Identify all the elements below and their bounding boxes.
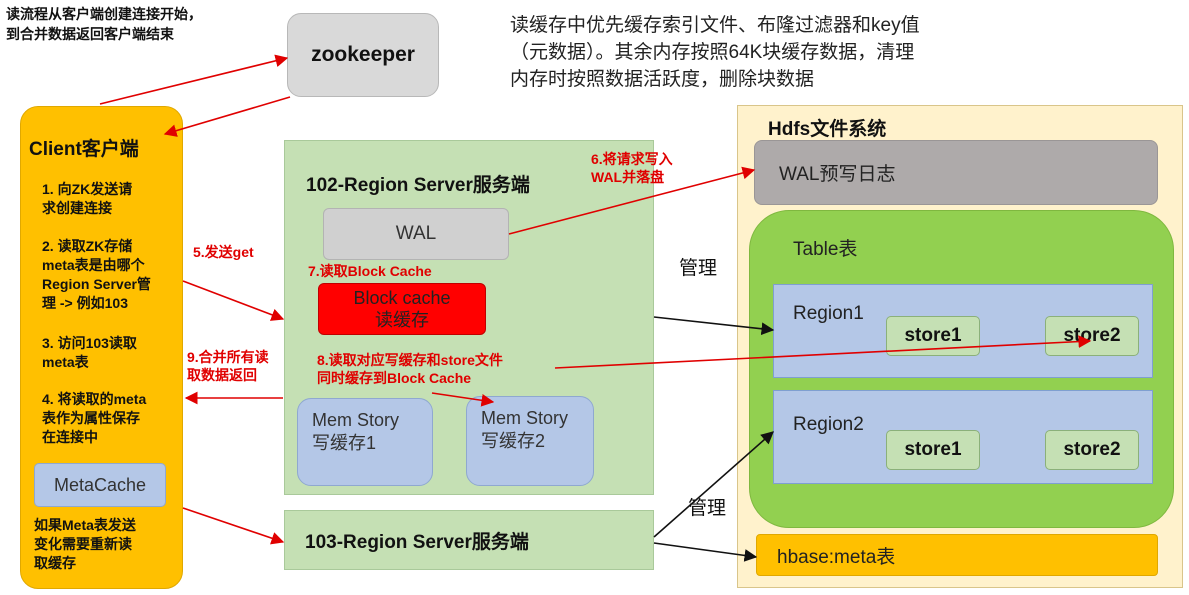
region-server-103-title: 103-Region Server服务端 bbox=[305, 531, 529, 553]
region-2-store-1: store1 bbox=[886, 430, 980, 470]
hbase-meta-box: hbase:meta表 bbox=[756, 534, 1158, 576]
arrow-manage-region2 bbox=[653, 431, 774, 538]
arrow-metacache-to-103 bbox=[182, 507, 285, 545]
block-cache-sublabel: 读缓存 bbox=[375, 310, 429, 330]
region-1-store-2: store2 bbox=[1045, 316, 1139, 356]
label-manage-1: 管理 bbox=[679, 258, 718, 279]
arrow-manage-region1 bbox=[653, 316, 775, 336]
region-server-102-title: 102-Region Server服务端 bbox=[306, 175, 530, 196]
wal-box: WAL bbox=[323, 208, 509, 260]
metacache-box: MetaCache bbox=[34, 463, 166, 507]
cache-note: 读缓存中优先缓存索引文件、布隆过滤器和key值 （元数据）。其余内存按照64K块… bbox=[510, 15, 920, 90]
label-send-get: 5.发送get bbox=[193, 244, 254, 260]
region-2-title: Region2 bbox=[793, 414, 864, 435]
wal-log-label: WAL预写日志 bbox=[779, 164, 896, 185]
region-1-store-1: store1 bbox=[886, 316, 980, 356]
arrow-send-get bbox=[182, 280, 285, 321]
arrow-zk-to-client bbox=[163, 96, 291, 137]
arrow-client-to-zk bbox=[99, 54, 289, 105]
hbase-meta-label: hbase:meta表 bbox=[777, 546, 896, 568]
label-manage-2: 管理 bbox=[688, 498, 727, 519]
hdfs-title: Hdfs文件系统 bbox=[768, 119, 887, 140]
client-box bbox=[20, 106, 183, 589]
label-read-store: 8.读取对应写缓存和store文件同时缓存到Block Cache bbox=[317, 352, 503, 386]
wal-label: WAL bbox=[395, 223, 437, 244]
client-title: Client客户端 bbox=[29, 139, 139, 160]
client-footer-note: 如果Meta表发送变化需要重新读取缓存 bbox=[34, 517, 136, 571]
block-cache-box: Block cache 读缓存 bbox=[318, 283, 486, 335]
region-server-103: 103-Region Server服务端 bbox=[284, 510, 654, 570]
wal-log-box: WAL预写日志 bbox=[754, 140, 1158, 205]
region-1-title: Region1 bbox=[793, 303, 864, 324]
arrow-manage-meta bbox=[653, 542, 758, 562]
flow-note: 读流程从客户端创建连接开始， 到合并数据返回客户端结束 bbox=[6, 6, 202, 42]
region-2-store-2: store2 bbox=[1045, 430, 1139, 470]
arrow-wal-to-hdfs bbox=[508, 166, 756, 235]
client-step-1: 1. 向ZK发送请求创建连接 bbox=[42, 181, 133, 216]
label-read-block-cache: 7.读取Block Cache bbox=[308, 263, 432, 279]
metacache-label: MetaCache bbox=[53, 474, 147, 495]
block-cache-label: Block cache bbox=[353, 288, 451, 308]
arrow-read-store bbox=[554, 335, 1092, 369]
label-merge-return: 9.合并所有读取数据返回 bbox=[187, 349, 269, 383]
table-title: Table表 bbox=[793, 239, 858, 260]
arrow-cache-block bbox=[431, 392, 495, 407]
zookeeper-label: zookeeper bbox=[311, 43, 415, 66]
